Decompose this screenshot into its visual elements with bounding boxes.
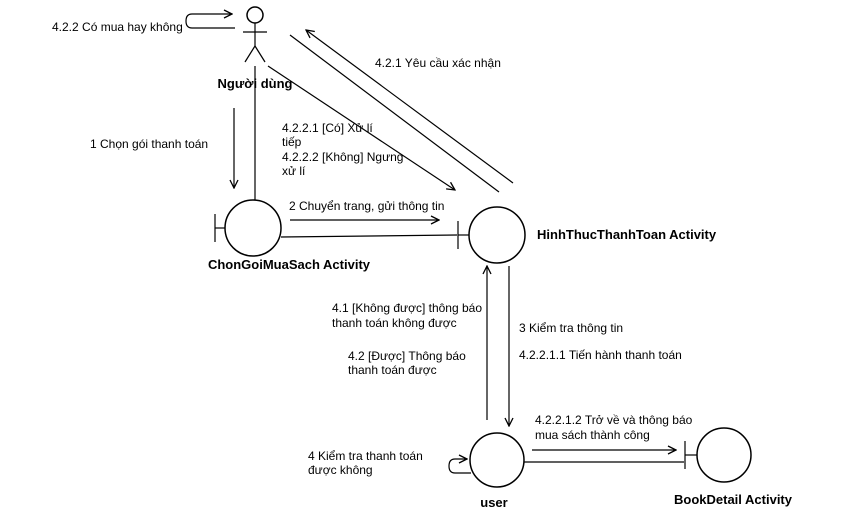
msg-4-1-b: thanh toán không được bbox=[332, 316, 457, 330]
hinh-label: HinhThucThanhToan Activity bbox=[537, 227, 717, 242]
msg-4-2-2-1-1: 4.2.2.1.1 Tiến hành thanh toán bbox=[519, 348, 682, 362]
book-label: BookDetail Activity bbox=[674, 492, 793, 507]
msg-3: 3 Kiểm tra thông tin bbox=[519, 321, 623, 335]
msg-4-2-a: 4.2 [Được] Thông báo bbox=[348, 349, 466, 363]
msg-4-2-2-2-a: 4.2.2.2 [Không] Ngưng bbox=[282, 150, 403, 164]
arrow-msg-4-2-2-x bbox=[267, 65, 455, 190]
msg-4-2-b: thanh toán được bbox=[348, 363, 437, 377]
msg-4-2-1: 4.2.1 Yêu cầu xác nhận bbox=[375, 56, 501, 70]
user-object bbox=[469, 432, 525, 488]
msg-1: 1 Chọn gói thanh toán bbox=[90, 137, 208, 151]
link-hinh-actor bbox=[289, 34, 500, 193]
link-chon-hinh bbox=[280, 234, 458, 238]
msg-4-2-2-1-a: 4.2.2.1 [Có] Xử lí bbox=[282, 121, 373, 135]
msg-4-2-2-1-2-b: mua sách thành công bbox=[535, 428, 650, 442]
arrow-msg-4-2-1 bbox=[306, 30, 514, 184]
msg-4-2-2-2-b: xử lí bbox=[282, 164, 306, 178]
chon-label: ChonGoiMuaSach Activity bbox=[208, 257, 371, 272]
actor-nguoi-dung bbox=[243, 6, 267, 63]
msg-4-b: được không bbox=[308, 463, 373, 477]
msg-4-2-2-1-2-a: 4.2.2.1.2 Trở về và thông báo bbox=[535, 413, 693, 427]
msg-4-2-2: 4.2.2 Có mua hay không bbox=[52, 20, 183, 34]
user-label: user bbox=[480, 495, 507, 510]
self-loop-actor bbox=[185, 14, 235, 29]
msg-2: 2 Chuyển trang, gửi thông tin bbox=[289, 199, 444, 213]
msg-4-1-a: 4.1 [Không được] thông báo bbox=[332, 301, 482, 315]
msg-4-a: 4 Kiểm tra thanh toán bbox=[308, 449, 423, 463]
chon-goi-mua-sach-object bbox=[214, 199, 282, 257]
hinh-thuc-thanh-toan-object bbox=[457, 206, 526, 264]
self-loop-user bbox=[448, 459, 471, 474]
msg-4-2-2-1-b: tiếp bbox=[282, 135, 302, 149]
book-detail-object bbox=[684, 427, 752, 483]
